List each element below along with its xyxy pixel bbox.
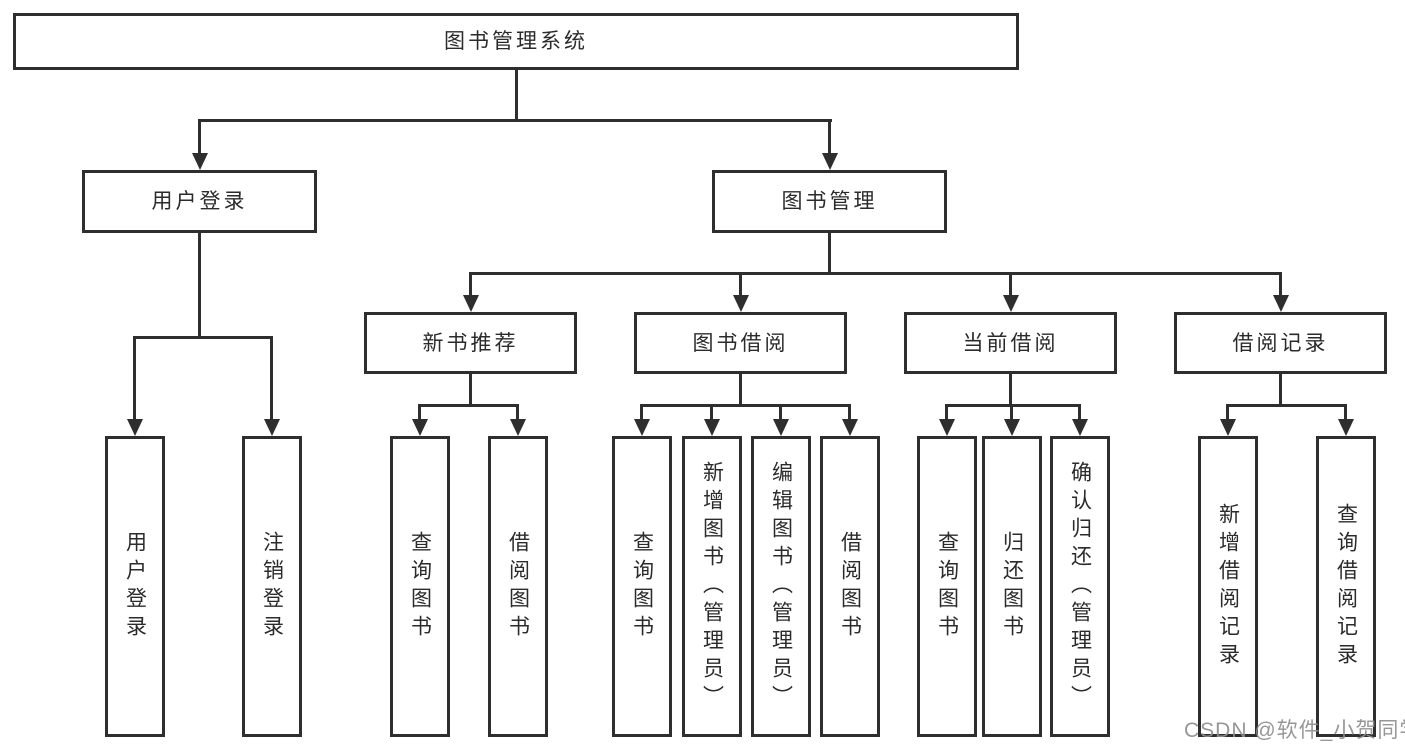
node-label-leaf-return-book: 归还图书	[1000, 530, 1024, 643]
node-leaf-query-books-1: 查询图书	[390, 436, 450, 737]
node-label-leaf-query-books-1: 查询图书	[408, 530, 432, 643]
node-label-current-borrow: 当前借阅	[962, 331, 1059, 355]
node-book-management: 图书管理	[712, 170, 947, 233]
arrow-down-icon	[733, 295, 749, 312]
connector-line	[1078, 404, 1081, 422]
connector-line	[1226, 404, 1229, 422]
node-label-leaf-user-login: 用户登录	[123, 530, 147, 643]
connector-line	[739, 374, 742, 406]
node-leaf-borrow-books-1: 借阅图书	[488, 436, 548, 737]
node-label-book-management: 图书管理	[781, 190, 878, 213]
node-book-borrow: 图书借阅	[634, 312, 847, 374]
node-leaf-logout: 注销登录	[242, 436, 302, 737]
node-leaf-query-borrow-rec: 查询借阅记录	[1316, 436, 1376, 737]
connector-line	[133, 336, 136, 422]
connector-line	[640, 404, 643, 422]
connector-line	[828, 233, 831, 275]
connector-line	[1009, 374, 1012, 406]
node-user-login: 用户登录	[82, 170, 317, 233]
node-borrow-records: 借阅记录	[1174, 312, 1387, 374]
connector-line	[1279, 374, 1282, 406]
connector-line	[640, 404, 851, 407]
node-label-leaf-borrow-books-1: 借阅图书	[506, 530, 530, 643]
connector-line	[945, 404, 948, 422]
arrow-down-icon	[510, 419, 526, 436]
arrow-down-icon	[842, 419, 858, 436]
node-label-user-login: 用户登录	[151, 190, 248, 213]
node-label-new-book-recommend: 新书推荐	[422, 331, 519, 355]
node-leaf-edit-book: 编辑图书（管理员）	[751, 436, 811, 737]
connector-line	[739, 272, 742, 298]
arrow-down-icon	[463, 295, 479, 312]
connector-line	[270, 336, 273, 422]
connector-line	[779, 404, 782, 422]
connector-line	[1279, 272, 1282, 298]
node-label-book-borrow: 图书借阅	[692, 331, 789, 355]
arrow-down-icon	[704, 419, 720, 436]
connector-line	[418, 404, 421, 422]
node-label-leaf-query-books-2: 查询图书	[630, 530, 654, 643]
node-new-book-recommend: 新书推荐	[364, 312, 577, 374]
arrow-down-icon	[1338, 419, 1354, 436]
node-root: 图书管理系统	[13, 13, 1019, 70]
connector-line	[515, 70, 518, 122]
node-label-leaf-confirm-return: 确认归还（管理员）	[1068, 460, 1092, 713]
node-leaf-add-book: 新增图书（管理员）	[682, 436, 742, 737]
csdn-watermark: CSDN @软件_小贺同学	[1184, 719, 1405, 742]
connector-line	[418, 404, 519, 407]
node-leaf-user-login: 用户登录	[105, 436, 165, 737]
connector-line	[469, 272, 1282, 275]
node-label-leaf-add-book: 新增图书（管理员）	[700, 460, 724, 713]
connector-line	[1226, 404, 1347, 407]
arrow-down-icon	[127, 419, 143, 436]
connector-line	[469, 374, 472, 406]
node-leaf-query-books-3: 查询图书	[917, 436, 977, 737]
node-leaf-return-book: 归还图书	[982, 436, 1042, 737]
node-label-leaf-logout: 注销登录	[260, 530, 284, 643]
connector-line	[1009, 272, 1012, 298]
node-current-borrow: 当前借阅	[904, 312, 1117, 374]
node-label-leaf-query-books-3: 查询图书	[935, 530, 959, 643]
node-leaf-query-books-2: 查询图书	[612, 436, 672, 737]
node-label-root: 图书管理系统	[444, 30, 588, 53]
arrow-down-icon	[1003, 295, 1019, 312]
arrow-down-icon	[1220, 419, 1236, 436]
arrow-down-icon	[939, 419, 955, 436]
node-leaf-add-borrow-rec: 新增借阅记录	[1198, 436, 1258, 737]
arrow-down-icon	[634, 419, 650, 436]
connector-line	[710, 404, 713, 422]
connector-line	[469, 272, 472, 298]
node-leaf-confirm-return: 确认归还（管理员）	[1050, 436, 1110, 737]
arrow-down-icon	[1004, 419, 1020, 436]
connector-line	[198, 119, 201, 156]
connector-line	[1010, 404, 1013, 422]
connector-line	[516, 404, 519, 422]
connector-line	[198, 233, 201, 339]
connector-line	[1344, 404, 1347, 422]
connector-line	[945, 404, 1081, 407]
node-leaf-borrow-books-2: 借阅图书	[820, 436, 880, 737]
arrow-down-icon	[264, 419, 280, 436]
arrow-down-icon	[1072, 419, 1088, 436]
node-label-borrow-records: 借阅记录	[1232, 331, 1329, 355]
arrow-down-icon	[412, 419, 428, 436]
arrow-down-icon	[773, 419, 789, 436]
node-label-leaf-add-borrow-rec: 新增借阅记录	[1216, 502, 1240, 671]
connector-line	[198, 119, 832, 122]
arrow-down-icon	[1273, 295, 1289, 312]
connector-line	[133, 336, 273, 339]
node-label-leaf-query-borrow-rec: 查询借阅记录	[1334, 502, 1358, 671]
node-label-leaf-borrow-books-2: 借阅图书	[838, 530, 862, 643]
connector-line	[848, 404, 851, 422]
arrow-down-icon	[192, 153, 208, 170]
node-label-leaf-edit-book: 编辑图书（管理员）	[769, 460, 793, 713]
connector-line	[828, 119, 831, 156]
arrow-down-icon	[822, 153, 838, 170]
